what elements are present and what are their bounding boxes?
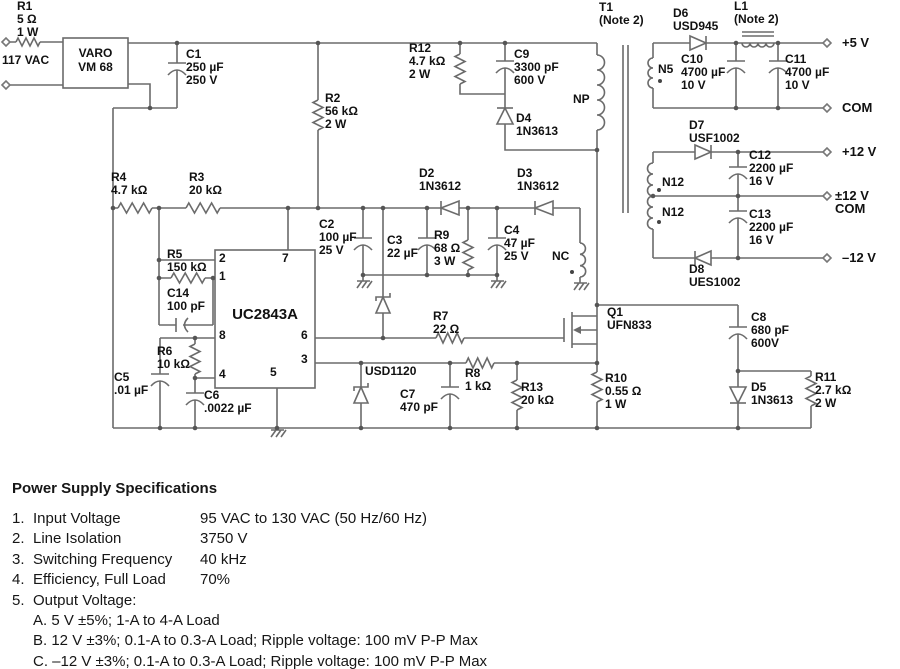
circuit-artwork	[0, 31, 833, 438]
label-c1: C1 250 µF 250 V	[186, 47, 224, 87]
label-r4: R4 4.7 kΩ	[111, 170, 148, 197]
label-c3: C3 22 µF	[387, 233, 418, 260]
spec-row-efficiency: 4. Efficiency, Full Load 70%	[12, 571, 882, 591]
label-d6: D6 USD945	[673, 6, 719, 33]
output-pm12v-com: ±12 V COM	[835, 188, 869, 216]
output-plus12v: +12 V	[842, 144, 877, 159]
label-d8: D8 UES1002	[689, 262, 741, 289]
output-plus5v: +5 V	[842, 35, 870, 50]
label-c2: C2 100 µF 25 V	[319, 217, 357, 257]
label-r1: R1 5 Ω 1 W	[17, 0, 39, 39]
ic-pin-1: 1	[219, 269, 226, 283]
ic-pin-2: 2	[219, 251, 226, 265]
label-n5-winding: N5	[658, 62, 674, 76]
label-r11: R11 2.7 kΩ 2 W	[815, 370, 852, 410]
specs-title: Power Supply Specifications	[12, 480, 218, 497]
spec-label: Output Voltage:	[33, 591, 137, 609]
label-c14: C14 100 pF	[167, 286, 206, 313]
spec-label: Switching Frequency	[33, 550, 173, 568]
label-117vac: 117 VAC	[2, 53, 50, 67]
ic-pin-3: 3	[301, 352, 308, 366]
label-d4: D4 1N3613	[516, 111, 559, 138]
resistor-symbols	[15, 36, 818, 411]
spec-sub-a: A. 5 V ±5%; 1-A to 4-A Load	[33, 611, 220, 629]
label-usd1120: USD1120	[365, 364, 417, 378]
spec-num: 3.	[12, 550, 25, 568]
label-r8: R8 1 kΩ	[465, 366, 492, 393]
label-c6: C6 .0022 µF	[204, 388, 252, 415]
spec-value: 3750 V	[200, 530, 248, 548]
label-q1: Q1 UFN833	[607, 305, 652, 332]
label-r3: R3 20 kΩ	[189, 170, 222, 197]
spec-num: 5.	[12, 591, 25, 609]
mosfet-symbol	[563, 312, 597, 348]
label-c7: C7 470 pF	[400, 387, 439, 414]
label-nc-winding: NC	[552, 249, 570, 263]
label-t1: T1 (Note 2)	[599, 0, 644, 27]
spec-label: Efficiency, Full Load	[33, 571, 166, 589]
ic-pin-6: 6	[301, 328, 308, 342]
ic-uc2843a: UC2843A	[232, 306, 298, 323]
spec-row-line-isolation: 2. Line Isolation 3750 V	[12, 530, 882, 550]
label-d7: D7 USF1002	[689, 118, 740, 145]
spec-num: 4.	[12, 571, 25, 589]
spec-value: 40 kHz	[200, 550, 247, 568]
label-np-winding: NP	[573, 92, 590, 106]
label-c5: C5 .01 µF	[114, 370, 149, 397]
capacitor-symbols	[150, 60, 788, 406]
inductor-symbol	[741, 42, 775, 48]
label-r2: R2 56 kΩ 2 W	[325, 91, 358, 131]
label-r5: R5 150 kΩ	[167, 247, 207, 274]
label-l1: L1 (Note 2)	[734, 0, 779, 26]
ic-box	[214, 249, 316, 389]
label-c8: C8 680 pF 600V	[751, 310, 790, 350]
label-d5: D5 1N3613	[751, 380, 794, 407]
label-c4: C4 47 µF 25 V	[504, 223, 535, 263]
power-supply-specifications: Power Supply Specifications 1. Input Vol…	[12, 480, 882, 669]
label-c13: C13 2200 µF 16 V	[749, 207, 794, 247]
spec-value: 95 VAC to 130 VAC (50 Hz/60 Hz)	[200, 510, 428, 527]
spec-num: 1.	[12, 510, 25, 527]
spec-value: 70%	[200, 571, 231, 589]
label-c9: C9 3300 pF 600 V	[514, 47, 559, 87]
label-c11: C11 4700 µF 10 V	[785, 52, 830, 92]
spec-label: Input Voltage	[33, 510, 121, 527]
label-r12: R12 4.7 kΩ 2 W	[409, 41, 446, 81]
label-r13: R13 20 kΩ	[521, 380, 554, 407]
bridge-box	[62, 37, 129, 89]
label-r7: R7 22 Ω	[433, 309, 460, 336]
schematic-canvas: R1 5 Ω 1 W 117 VAC VARO VM 68 C1 250 µF …	[0, 0, 877, 438]
label-r9: R9 68 Ω 3 W	[434, 228, 461, 268]
output-minus12v: –12 V	[842, 250, 876, 265]
label-c12: C12 2200 µF 16 V	[749, 148, 794, 188]
label-d2: D2 1N3612	[419, 166, 462, 193]
junction-dots	[110, 40, 781, 431]
diode-symbols	[352, 34, 748, 405]
label-c10: C10 4700 µF 10 V	[681, 52, 726, 92]
ic-pin-8: 8	[219, 328, 226, 342]
label-n12-top: N12	[662, 175, 685, 189]
bridge-rectifier: VARO VM 68	[78, 46, 113, 74]
ic-pin-4: 4	[219, 367, 226, 381]
terminal-markers	[0, 36, 833, 264]
ic-pin-7: 7	[282, 251, 289, 265]
spec-row-input-voltage: 1. Input Voltage 95 VAC to 130 VAC (50 H…	[12, 510, 882, 530]
spec-row-output-voltage: 5. Output Voltage:	[12, 592, 882, 612]
spec-num: 2.	[12, 530, 25, 548]
spec-sub-c: C. –12 V ±3%; 0.1-A to 0.3-A Load; Rippl…	[33, 652, 488, 669]
label-r6: R6 10 kΩ	[157, 344, 190, 371]
label-r10: R10 0.55 Ω 1 W	[605, 371, 642, 411]
spec-label: Line Isolation	[33, 530, 122, 548]
label-n12-bottom: N12	[662, 205, 685, 219]
transformer-symbol	[570, 54, 662, 278]
output-com: COM	[842, 100, 873, 115]
spec-sub-b: B. 12 V ±3%; 0.1-A to 0.3-A Load; Ripple…	[33, 632, 478, 650]
spec-row-switching-frequency: 3. Switching Frequency 40 kHz	[12, 551, 882, 571]
label-d3: D3 1N3612	[517, 166, 560, 193]
ic-pin-5: 5	[270, 365, 277, 379]
